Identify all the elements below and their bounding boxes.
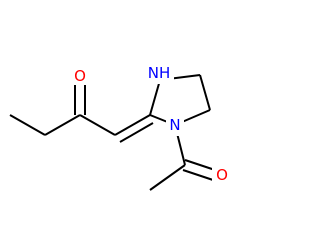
oxygen-acetyl-label-background <box>212 164 232 184</box>
bond-acetyl-co-b <box>182 169 214 181</box>
oxygen-ketone-label: O <box>74 67 86 85</box>
oxygen-acetyl-label: O <box>216 166 228 184</box>
bond-exocyclic-double-b <box>119 122 154 143</box>
bond-carbonyl-vinyl <box>79 114 116 136</box>
atom-labels: O NH N O <box>70 62 232 184</box>
bond-exocyclic-double-a <box>114 114 151 136</box>
n-ring-label-background <box>166 114 184 136</box>
bonds <box>9 74 216 191</box>
nh-label-background <box>144 62 174 84</box>
chemical-structure-diagram: O NH N O <box>9 62 232 191</box>
n-ring-label: N <box>169 116 180 134</box>
bond-ring-ch2-ch2 <box>199 74 211 111</box>
bond-ethyl-ch3-ch2 <box>9 114 46 136</box>
nh-label: NH <box>148 64 171 82</box>
bond-acetyl-carbon-methyl <box>149 164 186 191</box>
bond-ch2-carbonyl <box>44 114 81 136</box>
bond-ring-c2-nh <box>149 79 161 116</box>
oxygen-ketone-label-background <box>70 65 90 85</box>
bond-acetyl-co-a <box>184 159 216 171</box>
